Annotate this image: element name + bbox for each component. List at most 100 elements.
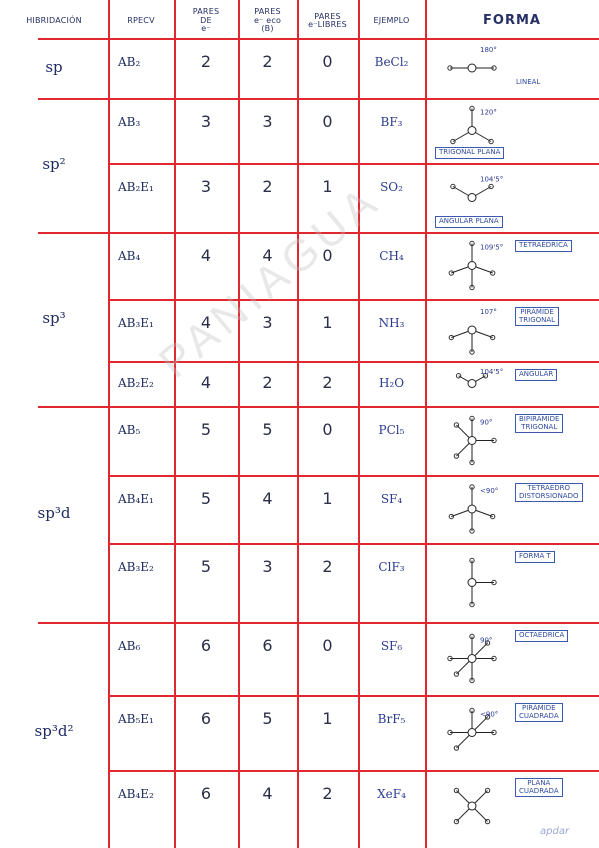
grid-column-line bbox=[358, 0, 360, 848]
ligand-atom bbox=[469, 415, 475, 422]
ejemplo-cell: BrF₅ bbox=[377, 711, 406, 726]
geometry-tag: PIRÁMIDE CUADRADA bbox=[515, 703, 563, 723]
geometry-tag: LINEAL bbox=[513, 78, 544, 88]
geometry-tag: OCTAÉDRICA bbox=[515, 630, 569, 642]
ligand-atom bbox=[450, 138, 456, 145]
grid-row-line bbox=[38, 406, 599, 408]
ejemplo-cell: PCl₅ bbox=[378, 422, 405, 437]
ligand-atom bbox=[469, 601, 475, 608]
footer-signature: apdar bbox=[540, 826, 570, 837]
enlace-cell: 3 bbox=[262, 312, 273, 332]
central-atom bbox=[467, 578, 477, 587]
pares-cell: 5 bbox=[200, 488, 212, 508]
libres-cell: 0 bbox=[322, 51, 333, 71]
rpecv-cell: AB₄ bbox=[118, 248, 141, 263]
ligand-atom bbox=[455, 373, 462, 379]
central-atom bbox=[467, 126, 477, 135]
molecule-diagram bbox=[453, 787, 491, 825]
ligand-atom bbox=[484, 787, 491, 794]
grid-row-line bbox=[38, 98, 599, 100]
central-atom bbox=[467, 436, 477, 445]
ligand-atom bbox=[488, 138, 494, 145]
rpecv-cell: AB₂E₁ bbox=[118, 179, 154, 194]
rpecv-cell: AB₂ bbox=[118, 54, 141, 69]
geometry-tag: FORMA T bbox=[515, 551, 555, 563]
molecule-diagram bbox=[467, 557, 497, 608]
enlace-cell: 4 bbox=[262, 488, 273, 508]
geometry-tag: PLANA CUADRADA bbox=[515, 778, 563, 798]
enlace-cell: 6 bbox=[262, 635, 273, 655]
pares-cell: 5 bbox=[200, 556, 212, 576]
grid-row-line bbox=[108, 475, 599, 477]
hybridization-label: sp³ bbox=[42, 309, 66, 328]
ligand-atom bbox=[453, 818, 460, 825]
libres-cell: 0 bbox=[322, 635, 333, 655]
pares-cell: 6 bbox=[200, 783, 212, 803]
central-atom bbox=[467, 193, 477, 202]
ligand-atom bbox=[491, 729, 497, 736]
central-atom bbox=[467, 728, 477, 737]
grid-row-line bbox=[108, 299, 599, 301]
central-atom bbox=[467, 261, 477, 270]
molecule-diagram: <90° bbox=[448, 484, 498, 534]
molecule-diagram: 90° bbox=[447, 633, 497, 684]
bond-angle-label: 109'5° bbox=[480, 244, 503, 252]
rpecv-cell: AB₂E₂ bbox=[118, 376, 154, 391]
ligand-atom bbox=[469, 707, 475, 714]
rpecv-cell: AB₅ bbox=[118, 422, 141, 437]
enlace-cell: 2 bbox=[262, 51, 273, 71]
ejemplo-cell: ClF₃ bbox=[378, 559, 405, 574]
hybridization-label: sp³d² bbox=[34, 722, 74, 741]
grid-row-line bbox=[108, 543, 599, 545]
pares-cell: 2 bbox=[200, 51, 212, 71]
ejemplo-cell: CH₄ bbox=[379, 248, 404, 263]
ejemplo-cell: BF₃ bbox=[380, 114, 403, 129]
molecule-diagram: 109'5° bbox=[448, 240, 503, 291]
rpecv-cell: AB₄E₁ bbox=[118, 491, 154, 506]
pares-cell: 6 bbox=[200, 708, 212, 728]
ligand-atom bbox=[453, 787, 460, 794]
enlace-cell: 2 bbox=[262, 176, 273, 196]
bond-angle-label: 120° bbox=[480, 109, 497, 117]
ligand-atom bbox=[447, 65, 453, 71]
header-ejemplo: EJEMPLO bbox=[373, 15, 410, 25]
grid-column-line bbox=[297, 0, 299, 848]
ligand-atom bbox=[484, 818, 491, 825]
ligand-atom bbox=[469, 284, 475, 291]
geometry-tag: TETRAEDRO DISTORSIONADO bbox=[515, 483, 583, 503]
ligand-atom bbox=[447, 655, 453, 662]
grid-row-line bbox=[108, 163, 599, 165]
grid-column-line bbox=[425, 0, 427, 848]
ligand-atom bbox=[489, 513, 496, 520]
header-forma: FORMA bbox=[483, 13, 541, 29]
libres-cell: 0 bbox=[322, 245, 333, 265]
bond-angle-label: 107° bbox=[480, 308, 497, 316]
ligand-atom bbox=[484, 714, 491, 720]
ligand-atom bbox=[469, 240, 475, 247]
central-atom bbox=[467, 801, 477, 811]
hybridization-label: sp² bbox=[42, 155, 66, 174]
ligand-atom bbox=[469, 105, 475, 112]
hybridization-label: sp bbox=[45, 58, 63, 77]
central-atom bbox=[467, 63, 477, 73]
ligand-atom bbox=[453, 671, 460, 677]
enlace-cell: 2 bbox=[262, 373, 273, 393]
grid-column-line bbox=[174, 0, 176, 848]
enlace-cell: 3 bbox=[262, 111, 273, 131]
ligand-atom bbox=[469, 459, 475, 466]
enlace-cell: 3 bbox=[262, 556, 273, 576]
ligand-atom bbox=[469, 677, 475, 684]
grid-row-line bbox=[38, 622, 599, 624]
ejemplo-cell: XeF₄ bbox=[377, 786, 406, 801]
pares-cell: 3 bbox=[200, 111, 212, 131]
geometry-tag: TETRAÉDRICA bbox=[515, 240, 572, 252]
ejemplo-cell: H₂O bbox=[378, 376, 405, 391]
central-atom bbox=[467, 325, 477, 335]
rpecv-cell: AB₃ bbox=[118, 114, 141, 129]
molecule-diagram: 90° bbox=[453, 415, 497, 466]
geometry-tag: TRIGONAL PLANA bbox=[435, 147, 505, 159]
ligand-atom bbox=[450, 183, 456, 190]
ejemplo-cell: NH₃ bbox=[378, 315, 405, 330]
geometry-tag: PIRÁMIDE TRIGONAL bbox=[515, 307, 560, 327]
header-pares_enlace: PARES e⁻ eco (B) bbox=[253, 7, 282, 34]
